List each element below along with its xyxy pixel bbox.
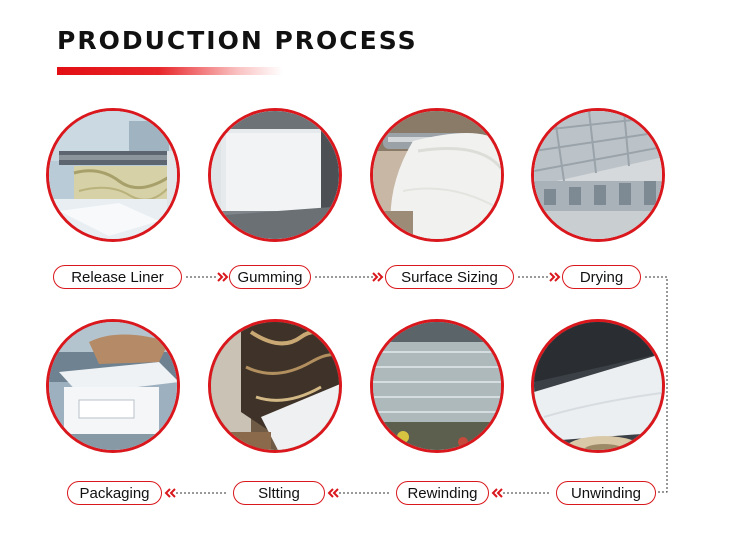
arrow-left-icon (491, 486, 553, 500)
title-underline (57, 67, 283, 75)
step-label-packaging: Packaging (67, 481, 162, 505)
step-label-gumming: Gumming (229, 265, 311, 289)
packaging-photo (46, 319, 180, 453)
slitting-photo (208, 319, 342, 453)
arrow-right-icon (313, 270, 385, 284)
page-title: PRODUCTION PROCESS (57, 26, 418, 55)
step-label-unwinding: Unwinding (556, 481, 656, 505)
step-label-surface-sizing: Surface Sizing (385, 265, 514, 289)
arrow-left-icon (164, 486, 230, 500)
step-label-drying: Drying (562, 265, 641, 289)
unwinding-photo (531, 319, 665, 453)
rewinding-photo (370, 319, 504, 453)
loop-connector (643, 268, 673, 498)
step-label-slitting: Sltting (233, 481, 325, 505)
gumming-photo (208, 108, 342, 242)
step-label-rewinding: Rewinding (396, 481, 489, 505)
arrow-right-icon (184, 270, 230, 284)
release-liner-photo (46, 108, 180, 242)
surface-sizing-photo (370, 108, 504, 242)
drying-photo (531, 108, 665, 242)
step-label-release-liner: Release Liner (53, 265, 182, 289)
arrow-right-icon (516, 270, 562, 284)
arrow-left-icon (327, 486, 393, 500)
